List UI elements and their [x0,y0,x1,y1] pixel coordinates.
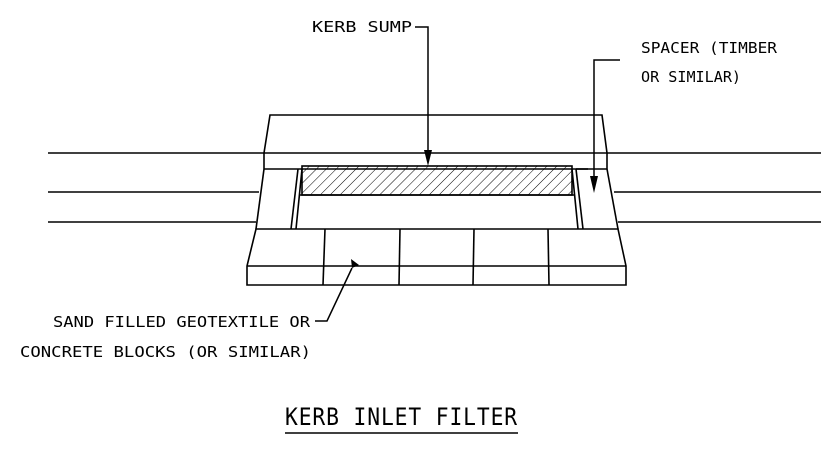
kerb-top-slab [263,114,608,170]
block-divider [322,228,326,286]
blocks-leader-line [315,267,353,322]
kerb-sump-hatched-cover [301,165,573,196]
drawing-title: KERB INLET FILTER [285,403,518,431]
kerb-lines [48,152,821,223]
spacer-arrow-icon [590,176,598,193]
block-divider [547,228,550,286]
filter-blocks-outline [246,228,627,286]
spacer-label-line-2: OR SIMILAR) [641,68,741,86]
blocks-label-line-1: SAND FILLED GEOTEXTILE OR [53,313,311,331]
kerb-sump-arrow-icon [424,150,432,166]
block-divider [398,228,401,286]
block-divider [472,228,475,286]
blocks-label-line-2: CONCRETE BLOCKS (OR SIMILAR) [20,343,311,361]
kerb-sump-leader-line [415,26,429,160]
blocks-arrow-icon [351,259,359,268]
spacer-label-line-1: SPACER (TIMBER [641,39,778,57]
kerb-sump-label: KERB SUMP [312,18,412,36]
filter-blocks [246,228,627,286]
spacer-leader-line [593,59,620,176]
